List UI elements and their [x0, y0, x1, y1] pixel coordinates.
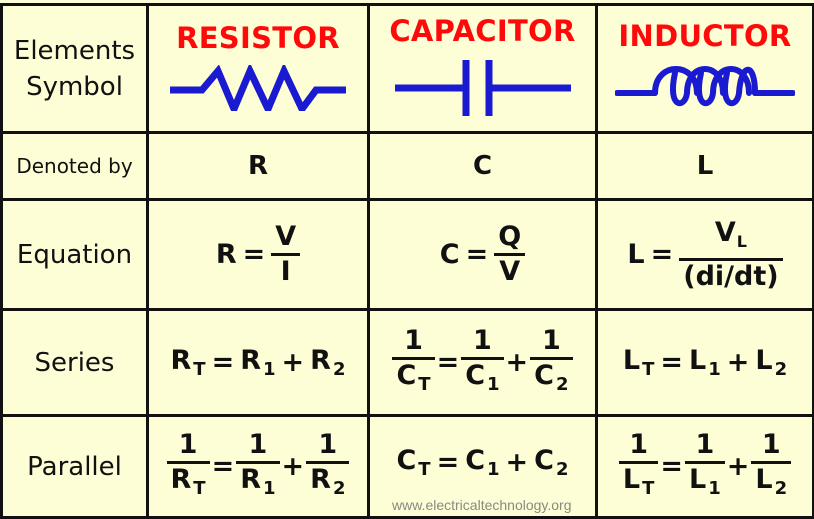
elements-table: Elements Symbol RESISTOR CAPACITOR [0, 3, 814, 519]
resistor-denoted: R [146, 131, 370, 201]
capacitor-title: CAPACITOR [389, 13, 576, 48]
inductor-symbol-icon [615, 65, 795, 106]
capacitor-symbol-icon [394, 59, 571, 116]
row-label-elements-symbol: Elements Symbol [0, 3, 149, 134]
row-label-series: Series [0, 308, 149, 417]
symbol-row: Elements Symbol RESISTOR CAPACITOR [0, 3, 814, 134]
capacitor-denoted: C [367, 131, 598, 201]
inductor-header-cell: INDUCTOR [595, 3, 814, 134]
capacitor-header-cell: CAPACITOR [367, 3, 598, 134]
resistor-header-cell: RESISTOR [146, 3, 370, 134]
resistor-title: RESISTOR [176, 20, 340, 55]
row-label-line1: Elements [13, 35, 136, 66]
row-label-line2: Symbol [26, 71, 123, 102]
resistor-symbol-icon [170, 64, 346, 111]
denoted-row: Denoted by R C L [0, 131, 814, 201]
inductor-equation: L = VL(di/dt) [595, 198, 814, 311]
inductor-title: INDUCTOR [618, 18, 792, 53]
row-label-equation: Equation [0, 198, 149, 311]
row-label-parallel: Parallel [0, 414, 149, 519]
inductor-denoted: L [595, 131, 814, 201]
watermark-url: www.electricaltechnology.org [392, 497, 572, 513]
row-label-denoted: Denoted by [0, 131, 149, 201]
